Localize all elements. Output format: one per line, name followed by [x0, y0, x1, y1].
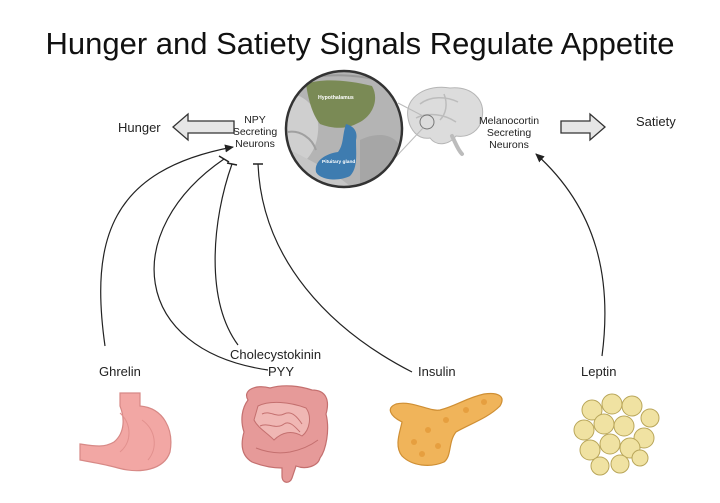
insulin-label: Insulin: [418, 364, 456, 379]
hypothalamus-zoom-circle: [284, 69, 404, 189]
pyy-label: PYY: [268, 364, 295, 379]
hypothalamus-label: Hypothalamus: [318, 95, 354, 101]
zoom-guide-line: [391, 127, 424, 162]
brain-icon: [407, 86, 484, 156]
insulin-inhibition-line: [257, 163, 413, 373]
pyy-inhibition-bar: [218, 155, 230, 163]
leptin-stimulation-arrow: [535, 153, 606, 357]
cholecystokinin-label: Cholecystokinin: [230, 347, 322, 362]
zoom-guide-line: [397, 102, 424, 117]
hunger-label: Hunger: [118, 120, 161, 135]
ghrelin-label: Ghrelin: [99, 364, 141, 379]
npy-neurons-label: NPY Secreting Neurons: [232, 114, 278, 150]
satiety-arrow-icon: [560, 112, 606, 142]
leptin-label: Leptin: [581, 364, 617, 379]
melanocortin-neurons-label: Melanocortin Secreting Neurons: [478, 115, 540, 151]
pituitary-label: Pituitary gland: [322, 159, 355, 165]
intestine-icon: [241, 385, 329, 483]
cholecystokinin-inhibition-line: [214, 163, 239, 346]
stomach-icon: [79, 392, 172, 472]
page-title: Hunger and Satiety Signals Regulate Appe…: [45, 26, 675, 61]
cholecystokinin-inhibition-bar: [226, 162, 238, 166]
satiety-label: Satiety: [636, 114, 676, 129]
adipose-icon: [573, 393, 660, 476]
pancreas-icon: [389, 392, 503, 466]
hunger-arrow-icon: [172, 112, 235, 142]
pyy-inhibition-line: [153, 158, 269, 371]
ghrelin-stimulation-arrow: [100, 144, 234, 347]
